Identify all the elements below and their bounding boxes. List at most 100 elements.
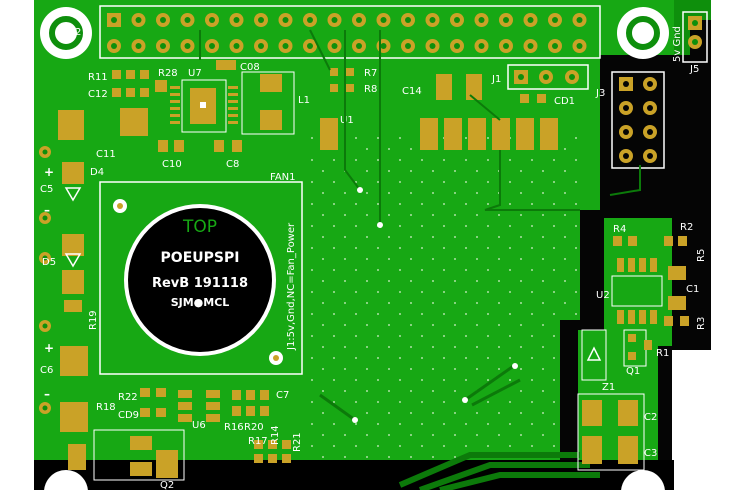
label-j1: J1: [491, 74, 501, 85]
cap-big-mid: [120, 108, 148, 136]
c6-pad1: [60, 346, 88, 376]
j5-pin1-hole: [692, 20, 698, 26]
c10-pad2: [174, 140, 184, 152]
q1-pad2: [628, 352, 636, 360]
j3-pin-hole: [647, 81, 653, 87]
label-cd9: CD9: [118, 410, 139, 421]
label-r3: R3: [696, 317, 707, 330]
c8-pad2: [232, 140, 242, 152]
label-r28: R28: [158, 68, 178, 79]
gpio-pin-hole: [552, 43, 558, 49]
gpio-pin-hole: [429, 17, 436, 23]
d4-diode-symbol: [64, 187, 82, 202]
gpio-pin-hole: [380, 43, 387, 49]
label-u2: U2: [596, 290, 610, 301]
gpio-pin-hole: [160, 43, 166, 49]
fan-outline: [99, 181, 303, 375]
u2-outline: [611, 275, 663, 307]
label-d4: D4: [90, 167, 104, 178]
label-r18: R18: [96, 402, 116, 413]
label-c3: C3: [644, 448, 657, 459]
u2-pins: [617, 258, 657, 324]
label-l1: L1: [298, 95, 310, 106]
j3-pin-hole: [647, 105, 653, 111]
logo-top: TOP: [182, 217, 217, 237]
label-r11: R11: [88, 72, 108, 83]
gpio-pin-hole: [503, 17, 509, 23]
l1-pad2: [260, 110, 282, 130]
gpio-pin-hole: [478, 43, 485, 49]
gpio-pin-hole: [209, 43, 215, 49]
j3-outline: [611, 71, 665, 169]
label-c8: C8: [226, 159, 239, 170]
r7-r8-pads: [330, 68, 354, 92]
gpio-pin-hole: [331, 43, 338, 49]
gpio-pin-hole: [331, 17, 338, 23]
j3-pins: [619, 77, 657, 163]
gpio-pin-hole: [576, 43, 583, 49]
c1-pad2: [668, 296, 686, 310]
cd1-pad2: [537, 94, 546, 103]
label-r21: R21: [292, 432, 303, 452]
r4-pad2: [628, 236, 637, 246]
j3-pin-hole: [623, 129, 629, 135]
gpio-pin-hole: [527, 17, 534, 23]
gpio-pin-hole: [576, 17, 583, 23]
fan-hole-1-inner: [117, 203, 123, 209]
gpio-pin-hole: [356, 17, 362, 23]
label-c2: C2: [644, 412, 657, 423]
c3-pad2: [618, 436, 638, 464]
via-2: [512, 363, 518, 369]
u2-pin: [628, 310, 635, 324]
label-c7: C7: [276, 390, 289, 401]
gpio-pin-hole: [233, 17, 240, 23]
label-c6: C6: [40, 365, 53, 376]
j1-pin2-hole: [543, 74, 549, 80]
mount-hole-bl: [44, 470, 88, 490]
u7-pin: [170, 107, 180, 110]
plus-mark-2: +: [44, 341, 54, 355]
label-c11: C11: [96, 149, 116, 160]
label-j2: J2: [71, 27, 81, 38]
j5-outline: [682, 11, 708, 63]
via-5: [357, 187, 363, 193]
gpio-pin-hole: [258, 43, 264, 49]
gpio-pin-hole: [258, 17, 264, 23]
label-c14: C14: [402, 86, 422, 97]
mount-hole-tr: [626, 16, 660, 50]
gpio-pin-hole: [552, 17, 558, 23]
via-stitching: [310, 130, 580, 460]
u7-pin: [228, 100, 238, 103]
j3-pin-hole: [623, 153, 629, 159]
r3-pad2: [680, 316, 689, 326]
gpio-pin-hole: [454, 43, 460, 49]
r2-pad1: [664, 236, 673, 246]
u7-pin: [228, 86, 238, 89]
signal-traces: [199, 29, 641, 225]
r11-c12-pads: [112, 70, 149, 97]
label-cd1: CD1: [554, 96, 575, 107]
u2-pin: [650, 258, 657, 272]
gpio-pin-hole: [380, 17, 387, 23]
label-r5: R5: [696, 249, 707, 262]
label-c12: C12: [88, 89, 108, 100]
via-1: [462, 397, 468, 403]
label-r16: R16: [224, 422, 244, 433]
via-4: [377, 222, 383, 228]
r3-pad1: [664, 316, 673, 326]
u7-pin: [170, 114, 180, 117]
fan-label: FAN1: [270, 172, 296, 183]
gpio-header-outline: [99, 5, 601, 59]
label-r1: R1: [656, 348, 669, 359]
label-r7: R7: [364, 68, 377, 79]
u2-pin: [617, 310, 624, 324]
gpio-pin-hole: [233, 43, 240, 49]
gpio-pin-hole: [282, 43, 289, 49]
gpio-pins: [107, 13, 587, 53]
fan-hole-2-inner: [273, 355, 279, 361]
label-c1: C1: [686, 284, 699, 295]
u7-pin: [170, 121, 180, 124]
c14-pad2: [466, 74, 482, 100]
label-r8: R8: [364, 84, 377, 95]
